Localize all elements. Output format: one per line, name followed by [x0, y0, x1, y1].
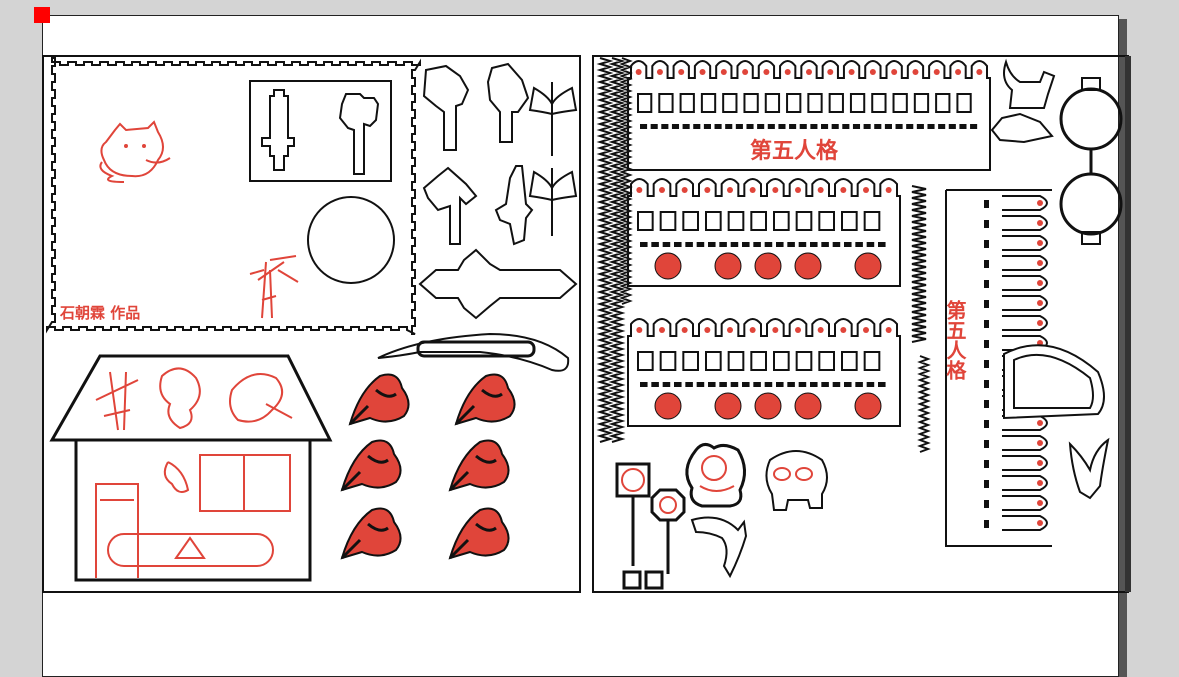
cow-icon	[765, 450, 828, 511]
house-sign	[107, 533, 274, 567]
sword-icon	[418, 165, 578, 320]
flower-icon	[348, 373, 410, 426]
origin-marker[interactable]	[34, 7, 50, 23]
flower-icon	[340, 439, 402, 492]
inner-window[interactable]	[249, 80, 392, 182]
eagle-icon	[1068, 437, 1110, 500]
house-icon	[49, 354, 333, 582]
cat-sketch-icon	[99, 120, 171, 183]
flower-icon	[448, 439, 510, 492]
double-axe-icon	[528, 82, 578, 236]
side-fence	[945, 189, 1105, 547]
flower-icon	[448, 507, 510, 560]
cat-icon	[1003, 58, 1056, 109]
banner-side-text: 第五人格	[943, 299, 967, 381]
fence-panel	[627, 60, 991, 171]
sword-icon	[261, 89, 295, 171]
fence-panel	[627, 318, 901, 427]
fence-group	[627, 60, 991, 427]
bow-icon	[377, 332, 570, 372]
bamboo-icon	[249, 255, 299, 319]
hammer-icon	[422, 166, 478, 245]
round-hole[interactable]	[307, 196, 395, 284]
flower-grid	[340, 373, 516, 560]
glasses-icon	[1059, 77, 1123, 245]
fence-panel	[627, 178, 901, 287]
left-panel-frame[interactable]	[42, 55, 581, 593]
dolphin-icon	[690, 516, 748, 579]
pickaxe-icon	[422, 62, 530, 151]
rack-strips	[596, 57, 931, 453]
signature-text: 石朝霖 作品	[59, 304, 140, 322]
tray-outline[interactable]	[46, 57, 421, 335]
stop-sign-icon	[615, 462, 686, 590]
bear-mascot-icon	[685, 443, 746, 508]
banner-top-text: 第五人格	[750, 138, 839, 164]
flower-icon	[454, 373, 516, 426]
mouse-icon	[990, 112, 1054, 144]
hammer-icon	[338, 93, 380, 175]
flower-icon	[340, 507, 402, 560]
